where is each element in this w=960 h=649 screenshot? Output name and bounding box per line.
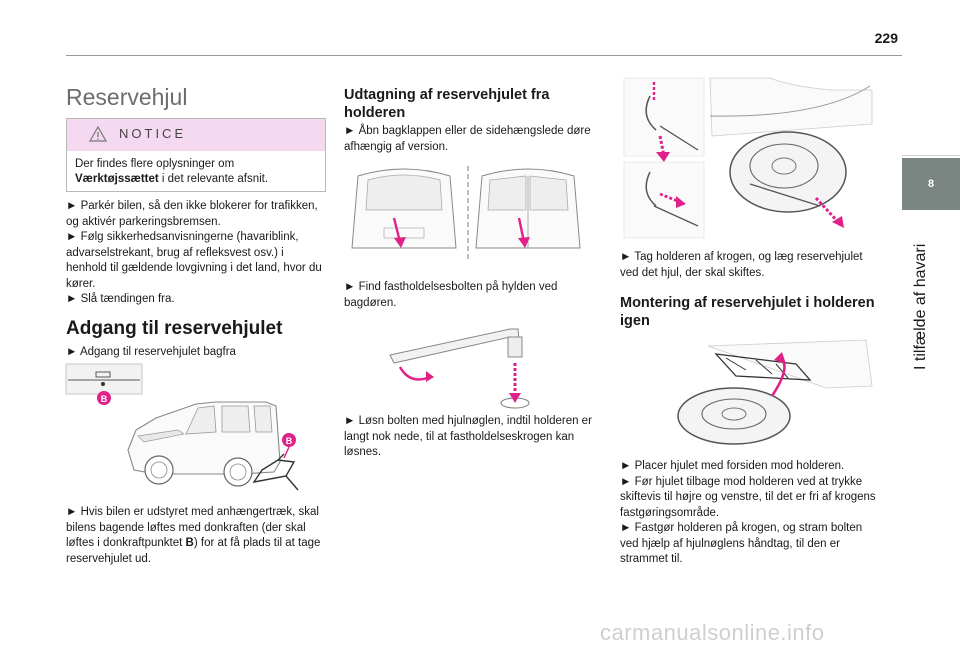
step-item: ► Fastgør holderen på krogen, og stram b… — [620, 522, 863, 565]
watermark: carmanualsonline.info — [600, 620, 825, 645]
jack-text-end: ) for at få plads til at tage reservehju… — [66, 537, 321, 565]
step-list: ► Parkér bilen, så den ikke blokerer for… — [66, 199, 324, 308]
rear-doors-illustration — [351, 166, 581, 260]
refit-wheel-illustration — [677, 339, 873, 445]
hook-removal-illustration — [623, 77, 873, 239]
notice-header: NOTICE — [67, 119, 325, 151]
tab-divider — [902, 155, 960, 156]
marker-b-label: B — [286, 436, 293, 446]
chapter-title: I tilfælde af havari — [912, 243, 929, 370]
step-item: ► Slå tændingen fra. — [66, 293, 175, 305]
removal-step-2: ► Find fastholdelsesbolten på hylden ved… — [344, 281, 558, 309]
page-title: Reservehjul — [66, 84, 188, 110]
notice-text-bold: Værktøjssættet — [75, 173, 159, 185]
step-item: ► Før hjulet tilbage mod holderen ved at… — [620, 475, 876, 519]
access-step: ► Adgang til reservehjulet bagfra — [66, 346, 236, 358]
marker-b-label: B — [101, 394, 108, 404]
jack-text-bold: B — [185, 537, 194, 549]
step-item: ► Følg sikkerhedsanvisningerne (havaribl… — [66, 231, 322, 290]
wrench-bolt-illustration — [389, 328, 530, 409]
notice-label: NOTICE — [119, 126, 187, 141]
page-number: 229 — [874, 30, 898, 46]
notice-text-end: i det relevante afsnit. — [158, 173, 269, 185]
chapter-number-tab[interactable]: 8 — [902, 158, 960, 210]
removal-step-3: ► Løsn bolten med hjulnøglen, indtil hol… — [344, 415, 592, 458]
warning-icon — [88, 125, 108, 142]
jack-text: ► Hvis bilen er udstyret med anhængertræ… — [66, 506, 319, 549]
notice-text: Der findes flere oplysninger om Værktøjs… — [75, 157, 315, 187]
jack-instruction: ► Hvis bilen er udstyret med anhængertræ… — [66, 505, 324, 567]
header-rule — [66, 55, 902, 56]
notice-box: NOTICE Der findes flere oplysninger om V… — [66, 118, 326, 192]
removal-heading: Udtagning af reservehjulet fra holderen — [344, 87, 550, 121]
step-item: ► Placer hjulet med forsiden mod holdere… — [620, 460, 845, 472]
car-jack-illustration: B B — [65, 363, 299, 491]
refit-heading: Montering af reservehjulet i holderen ig… — [620, 295, 875, 329]
access-heading: Adgang til reservehjulet — [66, 318, 283, 339]
removal-step-1: ► Åbn bagklappen eller de sidehængslede … — [344, 125, 591, 153]
step-item: ► Parkér bilen, så den ikke blokerer for… — [66, 200, 318, 228]
refit-steps: ► Placer hjulet med forsiden mod holdere… — [620, 459, 876, 568]
refit-step-intro: ► Tag holderen af krogen, og læg reserve… — [620, 251, 863, 279]
notice-text-part: Der findes flere oplysninger om — [75, 158, 235, 170]
